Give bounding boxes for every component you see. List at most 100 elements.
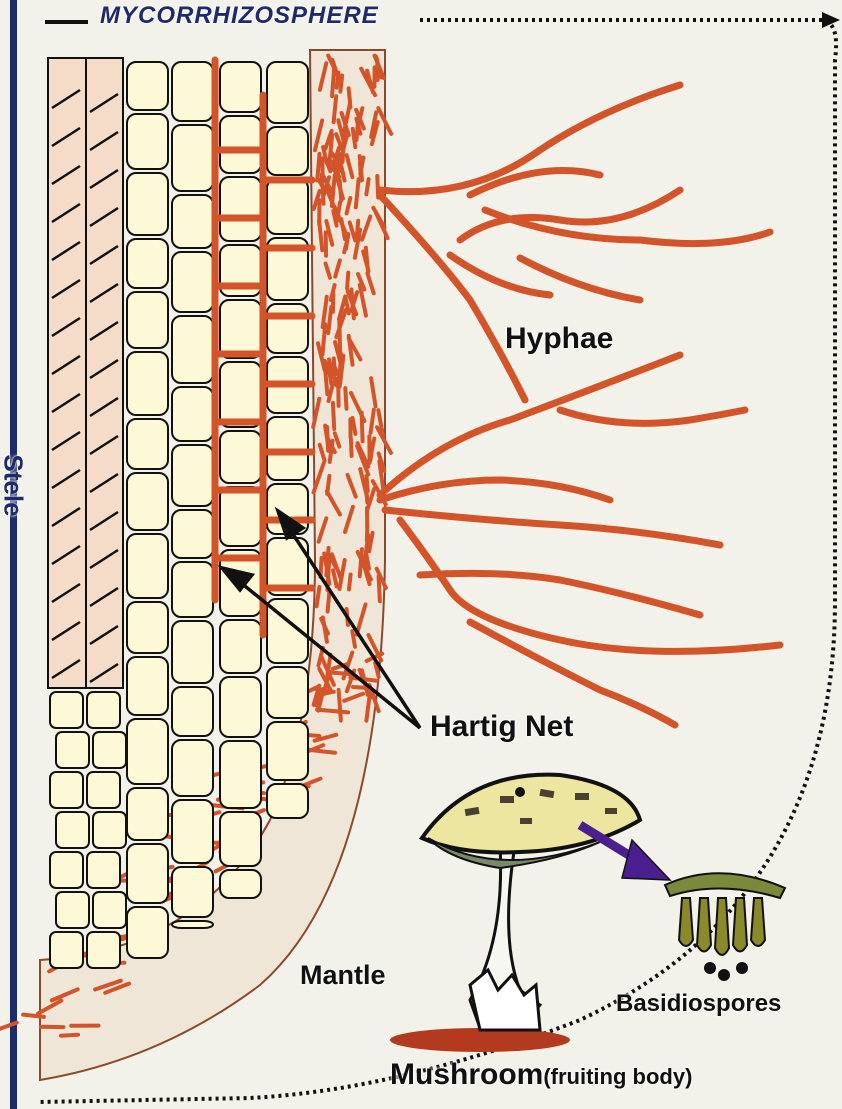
cortex-cell	[172, 252, 213, 312]
cortex-cell	[267, 304, 308, 353]
cortex-cell	[267, 722, 308, 780]
cortex-cell	[267, 784, 308, 818]
mantle-strand	[353, 687, 367, 688]
cortex-cell	[172, 195, 213, 248]
mantle-strand	[331, 673, 351, 675]
mantle-strand	[357, 221, 358, 237]
cortex-cell	[172, 740, 213, 796]
mantle-strand	[345, 388, 346, 409]
root-cap-cell	[93, 812, 126, 848]
cortex-cell	[220, 116, 261, 173]
cortex-cell	[127, 352, 168, 415]
root-cap-cell	[50, 692, 83, 728]
diagram-title: MYCORRHIZOSPHERE	[100, 2, 379, 30]
mantle-strand	[334, 96, 337, 122]
cortex-cell	[127, 419, 168, 469]
cortex-cell	[220, 812, 261, 866]
cortex-cell	[127, 602, 168, 653]
cortex-cell	[127, 844, 168, 903]
cortex-cell	[267, 62, 308, 123]
mantle-strand	[362, 413, 363, 442]
cortex-cell	[127, 239, 168, 288]
spore-arrow	[580, 825, 670, 880]
root-cap-cell	[50, 772, 83, 808]
root-cap-cell	[87, 692, 120, 728]
mantle-strand	[356, 179, 359, 207]
stele-bar	[10, 0, 17, 1109]
mantle-strand	[352, 631, 355, 647]
cortex-cell	[267, 667, 308, 718]
root-cap-cell	[50, 852, 83, 888]
root-cap-cell	[93, 892, 126, 928]
root-cap-cell	[87, 932, 120, 968]
mantle-strand	[339, 690, 341, 721]
cortex-cell	[127, 788, 168, 840]
cortex-cell	[172, 921, 213, 928]
cortex-cell	[127, 173, 168, 235]
mantle-strand	[317, 154, 319, 181]
cortex-cell	[127, 657, 168, 715]
hartig-net-label: Hartig Net	[430, 710, 573, 744]
mantle-strand	[317, 587, 320, 606]
mantle-strand	[332, 67, 334, 96]
extraradical-hyphae	[380, 85, 780, 725]
basidiospores-label: Basidiospores	[616, 990, 781, 1018]
cortex-cell	[127, 719, 168, 784]
mantle-strand	[325, 368, 327, 394]
mantle-strand	[333, 403, 334, 429]
cortex-cell	[172, 125, 213, 191]
cortex-cell	[172, 387, 213, 441]
cortex-cell	[267, 127, 308, 175]
cortex-cell	[127, 114, 168, 169]
cortex-cell	[220, 487, 261, 546]
mantle-strand	[347, 273, 348, 289]
cortex-cell	[172, 867, 213, 917]
cortex-cell	[127, 473, 168, 530]
mantle-label: Mantle	[300, 960, 386, 991]
mantle-strand	[366, 179, 368, 194]
mantle-strand	[366, 248, 368, 273]
mushroom-label: Mushroom(fruiting body)	[390, 1058, 692, 1092]
cortex-cell	[172, 800, 213, 863]
cortex-cell	[267, 179, 308, 234]
root-cap-cell	[50, 932, 83, 968]
cortex-cell	[172, 316, 213, 383]
basidia	[665, 873, 785, 981]
cortex-cell	[220, 870, 261, 898]
root-cap-cell	[56, 812, 89, 848]
mantle-strand	[61, 1035, 78, 1036]
cortex-cell	[220, 741, 261, 808]
mantle-strand	[317, 691, 320, 705]
cortex-cell	[220, 431, 261, 483]
cortex-cell	[127, 292, 168, 348]
mantle-strand	[23, 1015, 44, 1017]
root-cap-cell	[87, 852, 120, 888]
mantle-strand	[379, 576, 380, 601]
mantle-strand	[351, 439, 352, 456]
root-cap-cell	[56, 732, 89, 768]
root-cap-cell	[87, 772, 120, 808]
stele-label: Stele	[0, 454, 29, 516]
cortex-cell	[172, 687, 213, 736]
cortex-cell	[220, 177, 261, 241]
mushroom-label-main: Mushroom	[390, 1058, 543, 1091]
cortex-cell	[172, 562, 213, 617]
cortex-cell	[172, 62, 213, 121]
mantle-strand	[356, 124, 357, 140]
root-cap-cells	[50, 692, 126, 968]
hyphae-label: Hyphae	[505, 322, 613, 356]
cortex-cell	[220, 300, 261, 358]
mantle-strand	[323, 324, 326, 354]
mantle-strand	[366, 480, 368, 503]
cortex-cell	[220, 362, 261, 427]
cortex-cell	[127, 534, 168, 598]
mushroom-base	[390, 1028, 570, 1052]
cortex-cell	[220, 677, 261, 737]
mantle-strand	[317, 710, 348, 713]
cortex-cell	[127, 907, 168, 958]
cortex-cell	[220, 620, 261, 673]
mantle-strand	[349, 575, 351, 590]
mushroom-label-note: (fruiting body)	[543, 1064, 692, 1089]
mantle-strand	[328, 592, 330, 611]
